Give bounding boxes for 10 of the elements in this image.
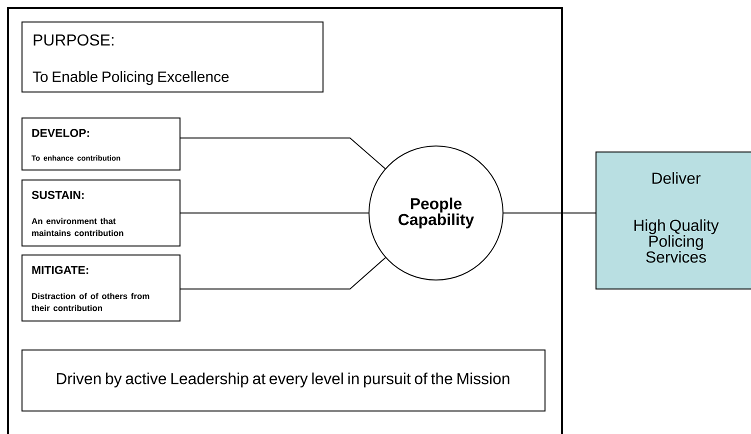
connector-line bbox=[180, 138, 386, 170]
text-box: MITIGATE: Distraction of of others from their contribution bbox=[22, 254, 180, 322]
connector-line bbox=[503, 212, 596, 214]
text-box: SUSTAIN: An environment that maintains contribution bbox=[22, 180, 180, 246]
statement-box: Driven by active Leadership at every level in pursuit of the Mission bbox=[22, 350, 546, 412]
purpose-box: PURPOSE: To Enable Policing Excellence bbox=[22, 22, 324, 92]
connector-line bbox=[180, 212, 369, 214]
connector-line bbox=[180, 257, 386, 290]
frame-box bbox=[7, 7, 563, 434]
output-box: Deliver High Quality Policing Services bbox=[596, 152, 751, 290]
